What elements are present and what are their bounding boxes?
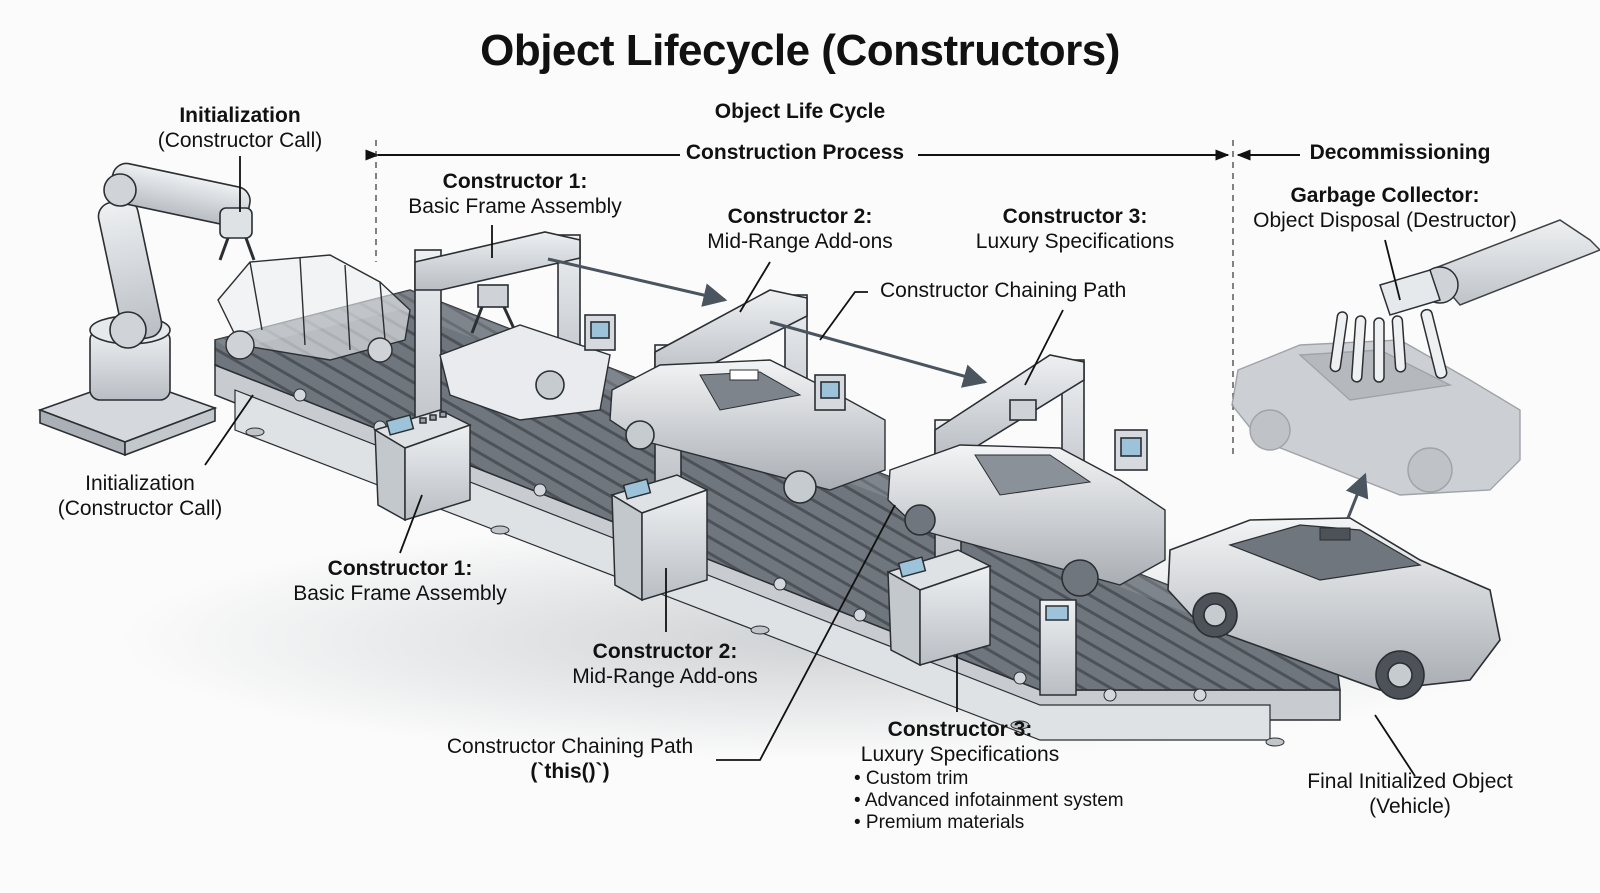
label-heading: Constructor 3: — [1002, 205, 1148, 228]
label-constructor-1-top: Constructor 1: Basic Frame Assembly — [385, 170, 645, 220]
label-constructor-1-bottom: Constructor 1: Basic Frame Assembly — [270, 557, 530, 607]
label-heading: Constructor 1: — [327, 557, 473, 580]
feature-bullet: • Premium materials — [854, 812, 1025, 834]
label-initialization-bottom: Initialization (Constructor Call) — [40, 472, 240, 522]
code-this-call: (`this()`) — [530, 759, 610, 783]
constructor-2-gantry — [609, 289, 886, 506]
leader-lines — [204, 156, 1416, 777]
garbage-collector-robot-hand — [1329, 219, 1600, 383]
decommissioning-bracket — [1232, 140, 1300, 455]
chaining-arrow-1-to-2 — [547, 257, 728, 307]
label-chaining-path-bottom: Constructor Chaining Path (`this()`) — [425, 735, 715, 785]
initialization-robot-arm — [37, 162, 256, 457]
disposal-arrow — [1345, 472, 1369, 519]
label-chaining-path-top: Constructor Chaining Path — [880, 279, 1127, 302]
label-sub: Luxury Specifications — [975, 229, 1175, 253]
construction-process-header: Construction Process — [685, 141, 905, 164]
constructor-1-console — [373, 409, 472, 522]
final-vehicle — [1167, 517, 1501, 700]
label-sub: Mid-Range Add-ons — [572, 664, 758, 688]
label-heading: Constructor 3: — [887, 718, 1033, 741]
decommissioning-header: Decommissioning — [1309, 141, 1491, 164]
lifecycle-header: Object Life Cycle — [714, 100, 886, 123]
label-final-object: Final Initialized Object (Vehicle) — [1280, 770, 1540, 820]
construction-process-bracket — [365, 140, 1230, 262]
constructor-3-console — [886, 549, 1077, 696]
constructor-1-gantry — [414, 231, 616, 456]
label-constructor-2-top: Constructor 2: Mid-Range Add-ons — [680, 205, 920, 255]
label-heading: Initialization — [85, 472, 195, 495]
page-title: Object Lifecycle (Constructors) — [480, 26, 1120, 75]
vehicle-frame-initial — [217, 254, 411, 363]
constructor-2-console — [610, 474, 709, 602]
label-heading: Constructor 1: — [442, 170, 588, 193]
label-constructor-2-bottom: Constructor 2: Mid-Range Add-ons — [545, 640, 785, 690]
label-heading: Constructor 2: — [592, 640, 738, 663]
label-sub: Basic Frame Assembly — [293, 581, 507, 605]
label-heading: Initialization — [179, 104, 301, 127]
label-sub: Basic Frame Assembly — [408, 194, 622, 218]
label-sub: Mid-Range Add-ons — [707, 229, 893, 253]
feature-bullet: • Custom trim — [854, 767, 969, 789]
label-heading: Garbage Collector: — [1290, 184, 1480, 207]
label-garbage-collector: Garbage Collector: Object Disposal (Dest… — [1235, 184, 1535, 234]
label-sub: Object Disposal (Destructor) — [1253, 208, 1517, 232]
label-initialization-top: Initialization (Constructor Call) — [140, 104, 340, 154]
label-constructor-3-bottom: Constructor 3: Luxury Specifications • C… — [840, 718, 1124, 835]
label-line2: (Vehicle) — [1369, 794, 1451, 818]
constructor-3-gantry — [887, 354, 1166, 597]
label-text: Constructor Chaining Path — [446, 735, 694, 758]
label-sub: Luxury Specifications — [860, 742, 1060, 766]
label-sub: (Constructor Call) — [157, 128, 323, 152]
label-sub: (Constructor Call) — [57, 496, 223, 520]
label-constructor-3-top: Constructor 3: Luxury Specifications — [950, 205, 1200, 255]
label-line1: Final Initialized Object — [1307, 770, 1513, 793]
label-heading: Constructor 2: — [727, 205, 873, 228]
feature-bullet: • Advanced infotainment system — [854, 789, 1124, 811]
chaining-arrow-2-to-3 — [769, 320, 988, 388]
